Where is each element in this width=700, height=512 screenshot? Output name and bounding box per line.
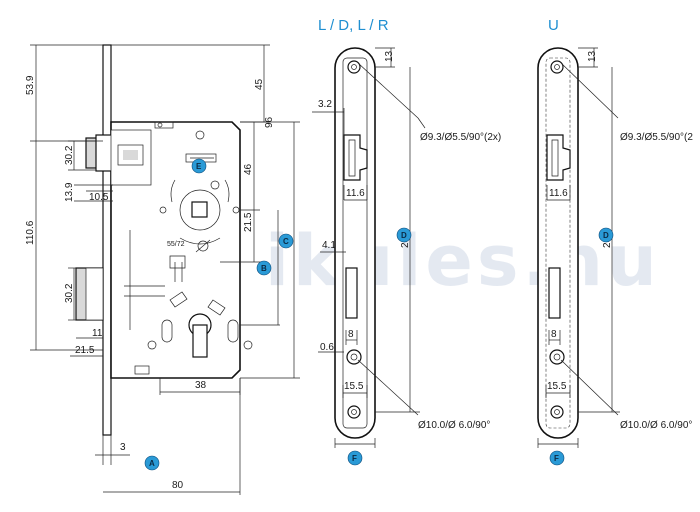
dim-110-6: 110.6 xyxy=(25,220,36,245)
dim-38: 38 xyxy=(195,380,207,391)
dim-u-11-6: 11.6 xyxy=(549,188,568,199)
bubble-d-right: D xyxy=(598,227,614,243)
bubble-f-left: F xyxy=(347,450,363,466)
watermark-text: ikules.hu xyxy=(265,220,661,302)
bubble-d-left: D xyxy=(396,227,412,243)
dim-u-hole-bottom: Ø10.0/Ø 6.0/90° xyxy=(620,420,692,431)
bubble-b: B xyxy=(256,260,272,276)
svg-text:E: E xyxy=(196,162,202,171)
dim-30-2-top: 30.2 xyxy=(64,145,75,165)
dim-46: 46 xyxy=(243,163,254,175)
dim-11: 11 xyxy=(92,328,103,339)
svg-text:B: B xyxy=(261,264,267,273)
dim-l-8: 8 xyxy=(348,329,354,340)
dim-l-13: 13 xyxy=(384,50,395,62)
bubble-a: A xyxy=(144,455,160,471)
bubble-e: E xyxy=(191,158,207,174)
dim-u-hole-top: Ø9.3/Ø5.5/90°(2 xyxy=(620,132,693,143)
svg-text:C: C xyxy=(283,237,289,246)
dim-80: 80 xyxy=(172,480,184,491)
dim-21-5-right: 21.5 xyxy=(243,212,254,232)
svg-text:F: F xyxy=(352,454,357,463)
faceplate-u xyxy=(537,47,579,439)
faceplate-ld-lr-dimensions: 13 3.2 11.6 4.1 209 8 0.6 15.5 Ø9.3/Ø5.5… xyxy=(312,47,501,448)
header-ld-lr: L / D, L / R xyxy=(318,17,389,34)
dim-l-hole-bottom: Ø10.0/Ø 6.0/90° xyxy=(418,420,490,431)
svg-text:D: D xyxy=(401,231,407,240)
faceplate-ld-lr xyxy=(334,47,376,439)
svg-text:D: D xyxy=(603,231,609,240)
lock-body-dimensions: 53.9 110.6 30.2 13.9 10.5 30.2 11 21.5 3… xyxy=(25,44,300,495)
dim-l-3-2: 3.2 xyxy=(318,99,332,110)
dim-10-5: 10.5 xyxy=(89,192,109,203)
dim-53-9: 53.9 xyxy=(25,75,36,95)
svg-text:A: A xyxy=(149,459,155,468)
dim-u-8: 8 xyxy=(551,329,557,340)
header-u: U xyxy=(548,17,559,34)
bubble-c: C xyxy=(278,233,294,249)
dim-30-2-bottom: 30.2 xyxy=(64,283,75,303)
dim-l-11-6: 11.6 xyxy=(346,188,365,199)
svg-text:F: F xyxy=(554,454,559,463)
dim-l-15-5: 15.5 xyxy=(344,381,364,392)
dim-13-9: 13.9 xyxy=(64,182,75,202)
dim-l-4-1: 4.1 xyxy=(322,240,336,251)
dim-3: 3 xyxy=(120,442,126,453)
faceplate xyxy=(102,44,112,436)
dim-l-hole-top: Ø9.3/Ø5.5/90°(2x) xyxy=(420,132,501,143)
lock-case xyxy=(110,121,241,379)
bubble-f-right: F xyxy=(549,450,565,466)
dim-u-13: 13 xyxy=(587,50,598,62)
dim-45: 45 xyxy=(254,78,265,90)
dim-l-0-6: 0.6 xyxy=(320,342,334,353)
lock-body-view xyxy=(75,44,253,436)
dim-u-15-5: 15.5 xyxy=(547,381,567,392)
label-55-72: 55/72 xyxy=(167,241,185,248)
dim-96: 96 xyxy=(264,116,275,128)
dim-21-5-bottom: 21.5 xyxy=(75,345,95,356)
